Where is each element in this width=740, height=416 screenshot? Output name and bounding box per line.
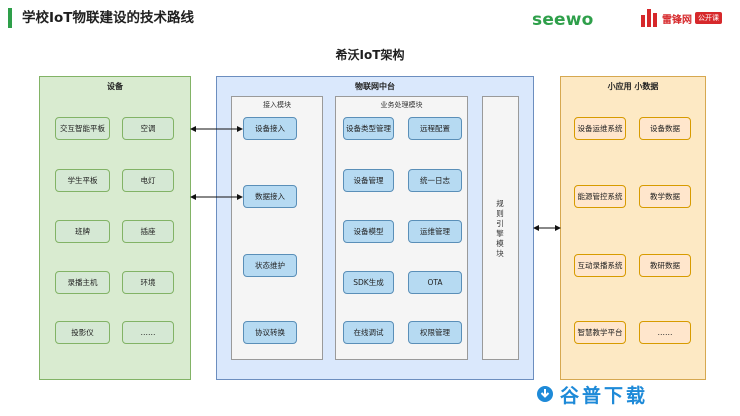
app-smart-teaching-platform: 智慧教学平台 <box>574 321 626 344</box>
device-recording-host: 录播主机 <box>55 271 110 294</box>
device-light: 电灯 <box>122 169 174 192</box>
access-module-title: 接入模块 <box>263 101 291 109</box>
app-device-ops-system: 设备运维系统 <box>574 117 626 140</box>
business-module-title: 业务处理模块 <box>380 101 423 109</box>
leiphone-badge: 公开课 <box>695 12 722 24</box>
biz-device-type-mgmt: 设备类型管理 <box>343 117 394 140</box>
rules-engine-label: 规 则 引 擎 模 块 <box>496 199 504 258</box>
app-energy-control-system: 能源管控系统 <box>574 185 626 208</box>
app-device-data: 设备数据 <box>639 117 691 140</box>
seewo-logo: seewo <box>532 10 594 30</box>
iot-platform-title: 物联网中台 <box>355 82 395 91</box>
device-student-tablet: 学生平板 <box>55 169 110 192</box>
access-device: 设备接入 <box>243 117 297 140</box>
page-title: 学校IoT物联建设的技术路线 <box>22 10 195 26</box>
biz-ota: OTA <box>408 271 462 294</box>
biz-online-debug: 在线调试 <box>343 321 394 344</box>
apps-panel-title: 小应用 小数据 <box>607 82 659 91</box>
access-state-maintenance: 状态维护 <box>243 254 297 277</box>
device-class-board: 班牌 <box>55 220 110 243</box>
access-module-box <box>231 96 323 360</box>
leiphone-logo: 雷锋网 公开课 <box>641 8 722 28</box>
access-protocol-conversion: 协议转换 <box>243 321 297 344</box>
watermark-download-icon <box>537 386 553 402</box>
leiphone-name: 雷锋网 <box>662 14 692 26</box>
device-more: …… <box>122 321 174 344</box>
biz-sdk-generation: SDK生成 <box>343 271 394 294</box>
biz-ops-mgmt: 运维管理 <box>408 220 462 243</box>
biz-unified-log: 统一日志 <box>408 169 462 192</box>
device-environment: 环境 <box>122 271 174 294</box>
watermark-text: 谷普下载 <box>560 385 649 407</box>
app-research-data: 教研数据 <box>639 254 691 277</box>
biz-remote-config: 远程配置 <box>408 117 462 140</box>
app-more: …… <box>639 321 691 344</box>
biz-device-mgmt: 设备管理 <box>343 169 394 192</box>
biz-device-model: 设备模型 <box>343 220 394 243</box>
device-socket: 插座 <box>122 220 174 243</box>
device-interactive-panel: 交互智能平板 <box>55 117 110 140</box>
leiphone-mark-icon <box>641 9 659 27</box>
devices-panel-title: 设备 <box>107 82 123 91</box>
rules-engine-box <box>482 96 519 360</box>
diagram-title: 希沃IoT架构 <box>335 48 405 62</box>
biz-permission-mgmt: 权限管理 <box>408 321 462 344</box>
device-projector: 投影仪 <box>55 321 110 344</box>
title-accent-bar <box>8 8 12 28</box>
device-air-conditioner: 空调 <box>122 117 174 140</box>
access-data: 数据接入 <box>243 185 297 208</box>
app-teaching-data: 教学数据 <box>639 185 691 208</box>
app-interactive-recording-system: 互动录播系统 <box>574 254 626 277</box>
